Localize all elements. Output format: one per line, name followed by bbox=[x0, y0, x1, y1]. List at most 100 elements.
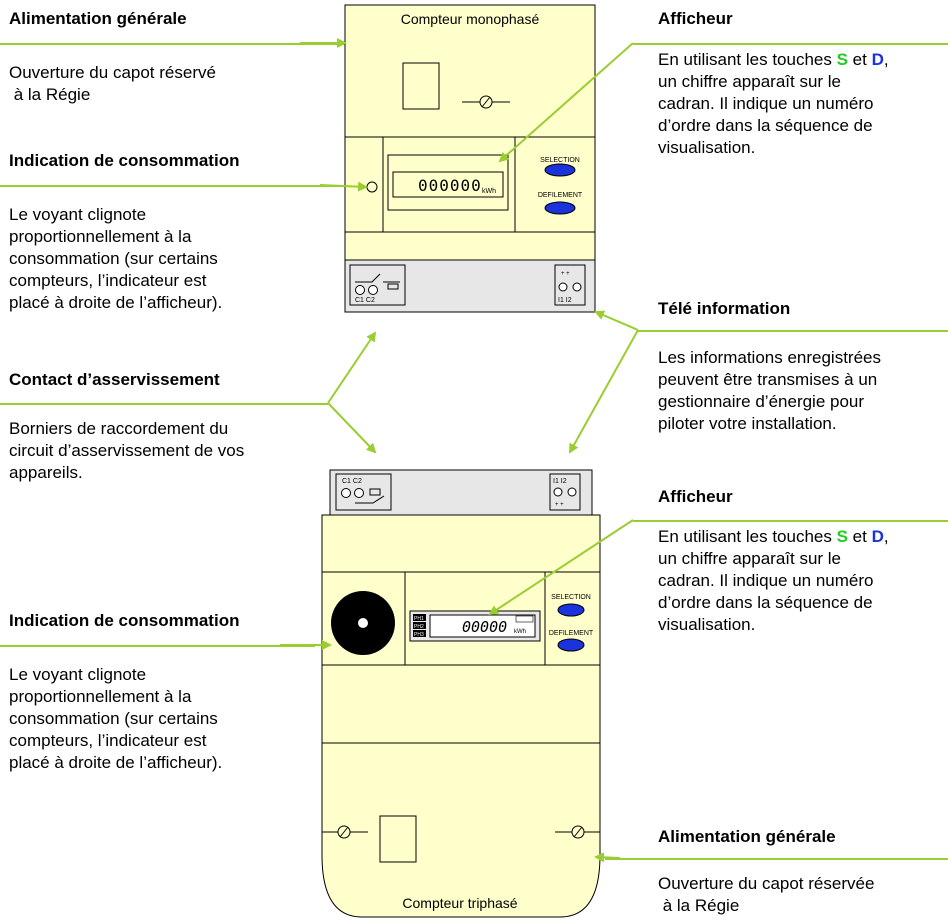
afficheur2-line: cadran. Il indique un numéro bbox=[658, 571, 874, 590]
afficheur1-intro: En utilisant les touches bbox=[658, 50, 837, 69]
mono-terminal-left: C1 C2 bbox=[349, 264, 406, 306]
conso1-line: proportionnellement à la bbox=[9, 227, 192, 246]
conso2-title: Indication de consommation bbox=[9, 611, 240, 630]
contact-line: circuit d’asservissement de vos bbox=[9, 441, 245, 460]
conso2-line: compteurs, l’indicateur est bbox=[9, 731, 207, 750]
alim2-text-line2: à la Régie bbox=[658, 896, 740, 915]
arrow-conso1 bbox=[319, 181, 368, 192]
arrow-contact-mono bbox=[327, 331, 377, 404]
mono-selection-button[interactable] bbox=[544, 163, 576, 177]
tele-line: Les informations enregistrées bbox=[658, 348, 882, 367]
tri-defilement-label: DEFILEMENT bbox=[549, 630, 594, 637]
tri-terminal-right: I1 I2 + + bbox=[549, 473, 581, 511]
mono-display-unit: kWh bbox=[482, 188, 496, 195]
conso1-guide-line bbox=[0, 185, 358, 187]
tri-terminal-left: C1 C2 bbox=[335, 473, 392, 511]
tele-line: gestionnaire d’énergie pour bbox=[658, 392, 865, 411]
mono-meter: Compteur monophasé 000000 kWh SELECTION … bbox=[344, 4, 596, 313]
arrow-tele-tri bbox=[569, 329, 639, 454]
conso1-line: Le voyant clignote bbox=[9, 205, 147, 224]
afficheur2-guide-line bbox=[633, 520, 948, 522]
afficheur1-guide-line bbox=[633, 43, 948, 45]
contact-line: appareils. bbox=[9, 463, 83, 482]
mono-display-digits: 000000 bbox=[418, 176, 482, 195]
conso1-title: Indication de consommation bbox=[9, 151, 240, 170]
alim2-text: Ouverture du capot réservée à la Régie bbox=[658, 873, 874, 917]
key-d-label: D bbox=[871, 527, 884, 546]
conso1-line: compteurs, l’indicateur est bbox=[9, 271, 207, 290]
afficheur1-et: et bbox=[847, 50, 872, 69]
tri-phase-label: PH2 bbox=[414, 624, 424, 630]
contact-text: Borniers de raccordement du circuit d’as… bbox=[9, 418, 244, 484]
arrow-afficheur1 bbox=[498, 42, 634, 163]
alim2-guide-line bbox=[605, 858, 948, 860]
conso1-text: Le voyant clignote proportionnellement à… bbox=[9, 204, 222, 314]
tri-disc-center bbox=[358, 618, 368, 628]
alim2-text-line1: Ouverture du capot réservée bbox=[658, 874, 875, 893]
afficheur1-line: visualisation. bbox=[658, 138, 756, 157]
svg-text:+ +: + + bbox=[561, 271, 570, 277]
mono-defilement-label: DEFILEMENT bbox=[538, 192, 583, 199]
key-s-label: S bbox=[836, 50, 848, 69]
mono-led-indicator bbox=[366, 181, 378, 193]
conso1-line: placé à droite de l’afficheur). bbox=[9, 293, 223, 312]
tele-line: piloter votre installation. bbox=[658, 414, 837, 433]
tri-selection-label: SELECTION bbox=[551, 594, 591, 601]
mono-meter-label: Compteur monophasé bbox=[401, 11, 540, 27]
afficheur2-line: visualisation. bbox=[658, 615, 756, 634]
alim-text-left-line2: à la Régie bbox=[9, 85, 91, 104]
tri-terminal-left-label: C1 C2 bbox=[342, 478, 362, 485]
afficheur2-comma: , bbox=[883, 527, 889, 546]
tri-phase-label: PH3 bbox=[414, 632, 424, 638]
afficheur1-text: En utilisant les touches S et D, un chif… bbox=[658, 49, 889, 159]
tri-defilement-button[interactable] bbox=[557, 638, 585, 652]
conso2-line: proportionnellement à la bbox=[9, 687, 192, 706]
afficheur2-line: d’ordre dans la séquence de bbox=[658, 593, 873, 612]
contact-title: Contact d’asservissement bbox=[9, 370, 220, 389]
tele-line: peuvent être transmises à un bbox=[658, 370, 878, 389]
afficheur2-et: et bbox=[847, 527, 872, 546]
tri-terminal-right-label: I1 I2 bbox=[553, 478, 567, 485]
afficheur1-line1: En utilisant les touches S et D, bbox=[658, 49, 889, 71]
afficheur1-line: un chiffre apparaît sur le bbox=[658, 72, 842, 91]
mono-terminal-left-label: C1 C2 bbox=[355, 297, 375, 304]
mono-selection-label: SELECTION bbox=[540, 157, 580, 164]
connector-arrows bbox=[280, 38, 639, 863]
alim-text-left-line1: Ouverture du capot réservé bbox=[9, 63, 216, 82]
mono-display-frame bbox=[387, 154, 509, 211]
contact-line: Borniers de raccordement du bbox=[9, 419, 229, 438]
tele-text: Les informations enregistrées peuvent êt… bbox=[658, 347, 881, 435]
tri-display bbox=[429, 614, 536, 638]
seal-screw-icon bbox=[322, 825, 368, 839]
conso2-line: placé à droite de l’afficheur). bbox=[9, 753, 223, 772]
arrow-contact-tri bbox=[327, 402, 377, 454]
mono-cover-window bbox=[402, 62, 440, 110]
tri-meter-label: Compteur triphasé bbox=[402, 895, 517, 911]
afficheur1-comma: , bbox=[883, 50, 889, 69]
mono-terminal-right: + + I1 I2 bbox=[554, 264, 586, 306]
tri-display-tag bbox=[515, 615, 534, 623]
tele-guide-line bbox=[638, 330, 948, 332]
tele-title: Télé information bbox=[658, 299, 791, 318]
alim-text-left: Ouverture du capot réservé à la Régie bbox=[9, 62, 216, 106]
mono-defilement-button[interactable] bbox=[544, 201, 576, 215]
key-s-label: S bbox=[836, 527, 848, 546]
afficheur1-line: cadran. Il indique un numéro bbox=[658, 94, 874, 113]
conso2-text: Le voyant clignote proportionnellement à… bbox=[9, 664, 222, 774]
conso2-line: consommation (sur certains bbox=[9, 709, 218, 728]
alim2-title: Alimentation générale bbox=[658, 827, 836, 846]
arrow-tele-mono bbox=[594, 310, 639, 331]
tri-phase-label: PH1 bbox=[414, 616, 424, 622]
tri-display-unit: kWh bbox=[514, 629, 526, 635]
afficheur1-title: Afficheur bbox=[658, 9, 733, 28]
afficheur2-title: Afficheur bbox=[658, 487, 733, 506]
seal-screw-icon bbox=[462, 95, 510, 109]
tri-cover-window bbox=[379, 815, 417, 863]
mono-terminal-right-label: I1 I2 bbox=[558, 297, 572, 304]
arrow-alim-bottom bbox=[594, 852, 621, 863]
tri-selection-button[interactable] bbox=[557, 603, 585, 617]
tri-phase-indicators: PH1 PH2 PH3 bbox=[413, 614, 426, 638]
svg-text:+ +: + + bbox=[555, 502, 564, 508]
afficheur2-line: un chiffre apparaît sur le bbox=[658, 549, 842, 568]
